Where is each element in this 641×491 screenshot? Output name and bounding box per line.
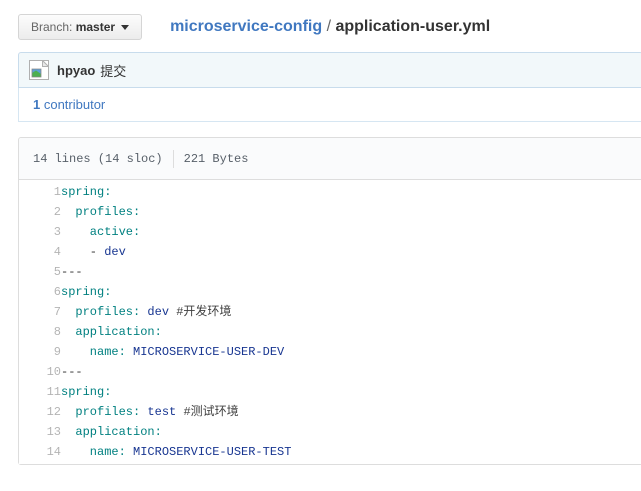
code-line: 8 application: [19, 322, 641, 342]
code-line-content: name: MICROSERVICE-USER-DEV [61, 345, 285, 359]
line-number[interactable]: 12 [46, 405, 61, 419]
code-line-content: spring: [61, 385, 112, 399]
code-line: 14 name: MICROSERVICE-USER-TEST [19, 442, 641, 462]
line-number[interactable]: 14 [46, 445, 61, 459]
line-number[interactable]: 6 [53, 285, 61, 299]
code-line-content: profiles: dev #开发环境 [61, 305, 232, 319]
line-number[interactable]: 10 [46, 365, 61, 379]
code-line-content: spring: [61, 285, 112, 299]
code-line-content: name: MICROSERVICE-USER-TEST [61, 445, 292, 459]
line-number[interactable]: 8 [53, 325, 61, 339]
divider [172, 149, 174, 168]
code-line-content: spring: [61, 185, 112, 199]
code-line: 4 - dev [19, 242, 641, 262]
line-number[interactable]: 7 [53, 305, 61, 319]
code-line: 12 profiles: test #测试环境 [19, 402, 641, 422]
code-line: 10--- [19, 362, 641, 382]
line-number[interactable]: 2 [53, 205, 61, 219]
line-number[interactable]: 3 [53, 225, 61, 239]
code-line-content: --- [61, 365, 83, 379]
commit-tease: hpyao 提交 [18, 52, 641, 88]
contributor-count: 1 [33, 97, 44, 112]
file-size: 221 Bytes [183, 151, 249, 166]
code-line: 3 active: [19, 222, 641, 242]
line-number[interactable]: 9 [53, 345, 61, 359]
code-line: 2 profiles: [19, 202, 641, 222]
file-navigation: Branch: master microservice-config / app… [18, 14, 641, 40]
file-info-header: 14 lines (14 sloc) 221 Bytes [19, 138, 641, 180]
chevron-down-icon [121, 24, 130, 30]
code-line-content: - dev [61, 245, 126, 259]
code-line: 9 name: MICROSERVICE-USER-DEV [19, 342, 641, 362]
file-lines-info: 14 lines (14 sloc) [33, 151, 163, 166]
line-number[interactable]: 13 [46, 425, 61, 439]
code-line: 7 profiles: dev #开发环境 [19, 302, 641, 322]
code-line: 13 application: [19, 422, 641, 442]
commit-message-link[interactable]: 提交 [100, 63, 127, 79]
branch-selector-label: Branch: [31, 20, 76, 34]
contributor-label: contributor [43, 97, 106, 112]
contributors-link[interactable]: 1 contributor [33, 97, 105, 112]
line-number[interactable]: 5 [53, 265, 61, 279]
code-line-content: application: [61, 425, 162, 439]
breadcrumb-separator: / [322, 18, 336, 35]
avatar-broken-image-icon[interactable] [29, 60, 49, 80]
line-number[interactable]: 11 [46, 385, 61, 399]
breadcrumb-filename: application-user.yml [335, 18, 491, 35]
branch-selector-button[interactable]: Branch: master [18, 14, 143, 40]
breadcrumb-repo-link[interactable]: microservice-config [170, 18, 323, 35]
code-line-content: application: [61, 325, 162, 339]
code-line: 5--- [19, 262, 641, 282]
branch-name: master [75, 20, 116, 34]
line-number[interactable]: 4 [53, 245, 61, 259]
code-line-content: active: [61, 225, 141, 239]
code-line-content: profiles: [61, 205, 141, 219]
line-number[interactable]: 1 [53, 185, 61, 199]
code-line-content: profiles: test #测试环境 [61, 405, 239, 419]
breadcrumb: microservice-config / application-user.y… [170, 18, 490, 36]
code-line-content: --- [61, 265, 83, 279]
contributors-bar: 1 contributor [18, 88, 641, 122]
commit-author-link[interactable]: hpyao [57, 62, 96, 78]
